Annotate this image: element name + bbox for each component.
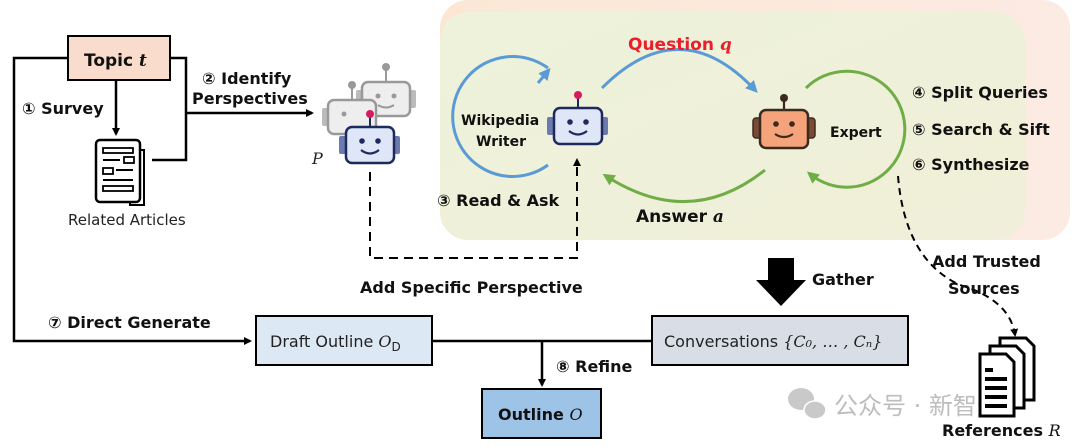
wechat-icon (788, 388, 827, 420)
writer-self-loop-arrow (451, 55, 549, 178)
topic-box[interactable] (67, 35, 171, 81)
expert-label: Expert (830, 125, 882, 141)
references-label: References R (942, 421, 1061, 440)
split-queries-label: ④ Split Queries (912, 83, 1048, 102)
outline-box[interactable] (481, 388, 602, 439)
gather-arrow-icon (756, 258, 806, 306)
answer-label: Answer a (636, 207, 724, 227)
synthesize-label: ⑥ Synthesize (912, 155, 1030, 174)
writer-label-2: Writer (476, 134, 526, 150)
watermark-text: 公众号 · 新智元 (834, 392, 1001, 420)
newspaper-icon (94, 138, 145, 206)
draft-outline-box[interactable] (255, 315, 433, 366)
identify-label-1: ② Identify (202, 69, 292, 88)
survey-label: ① Survey (22, 99, 104, 118)
identify-line (152, 56, 188, 162)
inner-panel (440, 12, 1025, 240)
related-articles-label: Related Articles (68, 211, 186, 229)
conversations-box[interactable] (651, 315, 909, 366)
add-trusted-sources-label-2: Sources (948, 279, 1020, 298)
add-specific-perspective-label: Add Specific Perspective (360, 278, 583, 297)
references-documents-icon (978, 336, 1036, 418)
read-ask-label: ③ Read & Ask (437, 191, 560, 210)
topic-label: Topic t (84, 51, 147, 71)
perspective-robots (322, 63, 416, 165)
draft-outline-label: Draft Outline OD (270, 332, 401, 354)
direct-generate-label: ⑦ Direct Generate (48, 313, 211, 332)
add-trusted-sources-label-1: Add Trusted (932, 252, 1041, 271)
add-trusted-sources-arrow (897, 175, 1019, 337)
identify-label-2: Perspectives (192, 89, 308, 108)
search-sift-label: ⑤ Search & Sift (912, 120, 1050, 139)
expert-self-loop-arrow (804, 69, 907, 189)
outline-label: Outline O (498, 405, 583, 424)
question-label: Question q (628, 35, 732, 55)
expert-robot-icon (752, 94, 816, 150)
robot-blue-icon (339, 110, 400, 165)
perspectives-symbol: P (311, 149, 323, 168)
direct-generate-line (12, 56, 252, 345)
gather-label: Gather (812, 270, 874, 289)
conversations-label: Conversations {C₀, … , Cₙ} (664, 332, 882, 351)
refine-label: ⑧ Refine (556, 357, 633, 376)
question-arrow (600, 48, 758, 93)
answer-arrow (602, 168, 766, 203)
writer-label-1: Wikipedia (461, 113, 539, 129)
wikipedia-writer-robot-icon (547, 91, 608, 146)
